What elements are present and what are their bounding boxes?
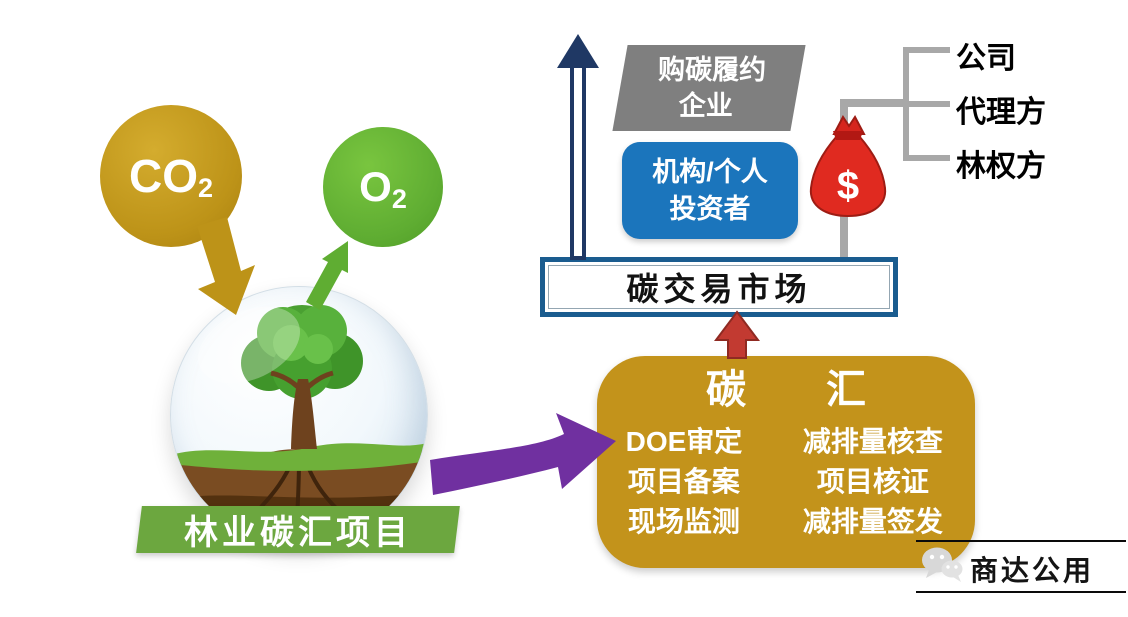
co2-circle: CO 2 — [100, 105, 242, 247]
step-doe-review: DOE审定 — [625, 426, 743, 457]
compliance-enterprise-box: 购碳履约 企业 — [612, 45, 806, 131]
investor-line2: 投资者 — [669, 193, 751, 224]
funds-flow-arrow-shaft — [570, 64, 586, 260]
money-bag-neck — [833, 131, 863, 140]
dollar-symbol: $ — [837, 164, 859, 208]
money-bag-tie — [832, 115, 866, 135]
to-market-arrow — [714, 310, 760, 359]
forestry-project-banner: 林业碳汇项目 — [136, 506, 460, 553]
tree-trunk — [291, 379, 317, 449]
globe-highlight — [197, 306, 301, 384]
carbon-sink-process-box: 碳 汇 DOE审定 减排量核查 项目备案 项目核证 现场监测 减排量签发 — [597, 356, 975, 568]
footer-divider-top — [916, 540, 1126, 542]
tree-canopy-highlight — [303, 334, 333, 364]
forestry-project-banner-label: 林业碳汇项目 — [184, 514, 412, 552]
party-label-company: 公司 — [956, 42, 1016, 75]
transform-arrow — [430, 413, 616, 495]
step-project-certification: 项目核证 — [816, 466, 929, 497]
step-emission-issuance: 减排量签发 — [802, 506, 943, 537]
brand-name: 商达公用 — [970, 555, 1095, 586]
party-label-forest-rights: 林权方 — [956, 150, 1046, 183]
carbon-market-box: 碳交易市场 — [540, 257, 898, 317]
compliance-enterprise-line2: 企业 — [678, 91, 733, 121]
tree-canopy-highlight — [273, 325, 309, 361]
investor-box: 机构/个人 投资者 — [622, 142, 798, 239]
wechat-icon — [922, 547, 963, 582]
grass-layer — [171, 443, 427, 471]
party-label-agent: 代理方 — [956, 96, 1046, 129]
money-bag-icon — [809, 135, 887, 218]
o2-circle: O 2 — [323, 127, 443, 247]
carbon-market-label: 碳交易市场 — [626, 271, 812, 307]
carbon-sink-steps: DOE审定 减排量核查 项目备案 项目核证 现场监测 减排量签发 — [597, 422, 975, 542]
co2-label: CO — [128, 150, 198, 202]
step-site-monitoring: 现场监测 — [627, 506, 740, 537]
o2-label: O — [359, 163, 392, 210]
compliance-enterprise-line1: 购碳履约 — [658, 54, 767, 85]
footer-divider-bottom — [916, 591, 1126, 593]
step-emission-verification: 减排量核查 — [802, 426, 943, 457]
o2-subscript: 2 — [391, 183, 407, 214]
carbon-market-inner-frame: 碳交易市场 — [548, 265, 890, 309]
investor-line1: 机构/个人 — [652, 157, 768, 188]
step-project-filing: 项目备案 — [627, 466, 740, 497]
funds-flow-arrow-head — [557, 34, 599, 68]
co2-subscript: 2 — [197, 172, 214, 203]
tree-branches — [270, 370, 334, 389]
carbon-sink-title: 碳 汇 — [706, 368, 866, 412]
